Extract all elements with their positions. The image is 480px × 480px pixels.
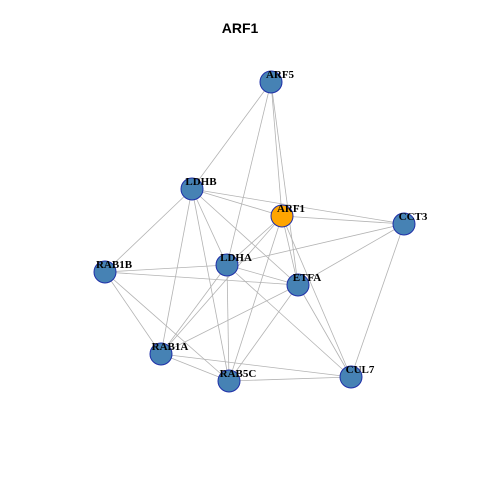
edge-ldhb-etfa	[191, 188, 299, 286]
node-etfa: ETFA	[286, 272, 322, 297]
edge-etfa-rab5c	[228, 284, 299, 382]
node-rab1b: RAB1B	[93, 259, 133, 284]
edge-rab1b-etfa	[104, 271, 299, 286]
node-label: RAB1A	[152, 341, 189, 353]
edge-arf1-rab5c	[228, 215, 283, 382]
edge-ldha-etfa	[226, 264, 299, 286]
node-circle	[339, 365, 363, 389]
edge-arf5-ldha	[226, 81, 272, 266]
edge-rab1a-rab5c	[160, 353, 230, 382]
edge-cct3-etfa	[297, 223, 405, 286]
node-label: RAB5C	[220, 368, 257, 380]
node-label: LDHA	[220, 252, 252, 264]
edge-ldha-cul7	[226, 264, 352, 378]
node-circle	[93, 260, 117, 284]
node-rab5c: RAB5C	[217, 368, 257, 393]
edge-rab1b-ldha	[104, 264, 228, 273]
node-label: CUL7	[346, 364, 375, 376]
edge-etfa-rab1a	[160, 284, 299, 355]
node-arf1: ARF1	[270, 203, 305, 228]
node-arf5: ARF5	[259, 69, 295, 94]
edge-ldhb-rab5c	[191, 188, 230, 382]
node-label: CCT3	[399, 211, 428, 223]
node-label: RAB1B	[96, 259, 133, 271]
edge-cct3-cul7	[350, 223, 405, 378]
edge-arf1-ldha	[226, 215, 283, 266]
edge-rab5c-cul7	[228, 376, 352, 382]
edge-ldhb-rab1b	[104, 188, 193, 273]
edge-ldha-rab5c	[226, 264, 230, 382]
edge-ldhb-rab1a	[160, 188, 193, 355]
node-circle	[286, 273, 310, 297]
edge-arf5-etfa	[270, 81, 299, 286]
node-ldha: LDHA	[215, 252, 252, 277]
node-rab1a: RAB1A	[149, 341, 189, 366]
node-ldhb: LDHB	[180, 176, 217, 201]
node-circle	[259, 70, 283, 94]
edge-arf5-ldhb	[191, 81, 272, 190]
edge-etfa-cul7	[297, 284, 352, 378]
edge-rab1a-cul7	[160, 353, 352, 378]
edge-arf1-cct3	[281, 215, 405, 225]
edge-rab1b-rab5c	[104, 271, 230, 382]
edge-arf5-arf1	[270, 81, 283, 217]
node-circle	[392, 212, 416, 236]
node-cul7: CUL7	[339, 364, 375, 389]
node-cct3: CCT3	[392, 211, 428, 236]
node-circle	[180, 177, 204, 201]
node-circle	[217, 369, 241, 393]
node-label: ARF1	[277, 203, 305, 215]
node-circle	[270, 204, 294, 228]
node-label: ETFA	[293, 272, 322, 284]
edge-arf1-cul7	[281, 215, 352, 378]
node-circle	[215, 253, 239, 277]
edge-cct3-ldha	[226, 223, 405, 266]
edge-ldhb-cct3	[191, 188, 405, 225]
node-circle	[149, 342, 173, 366]
node-label: ARF5	[266, 69, 295, 81]
diagram-title: ARF1	[221, 20, 259, 36]
edge-ldhb-ldha	[191, 188, 228, 266]
edge-ldha-rab1a	[160, 264, 228, 355]
edge-ldhb-arf1	[191, 188, 283, 217]
edge-rab1b-rab1a	[104, 271, 162, 355]
edge-layer	[104, 81, 405, 382]
edge-arf1-rab1a	[160, 215, 283, 355]
node-label: LDHB	[185, 176, 217, 188]
